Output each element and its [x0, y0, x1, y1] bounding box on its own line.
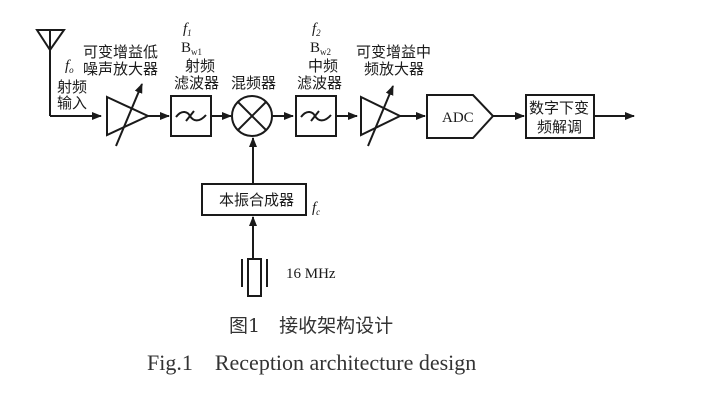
- crystal-oscillator-icon: [241, 258, 268, 297]
- caption-cn: 图1 接收架构设计: [229, 315, 393, 337]
- lo-synthesizer-block: [201, 183, 307, 216]
- variable-gain-if-amplifier: [360, 85, 403, 147]
- if-filter-freq: f2: [312, 21, 321, 38]
- amplifier-icon: [360, 95, 403, 137]
- if-filter-bw: Bw2: [310, 40, 331, 57]
- lna-label-2: 噪声放大器: [83, 60, 158, 78]
- variable-gain-arrow-icon: [367, 85, 394, 147]
- variable-gain-arrow-icon: [115, 83, 143, 147]
- crystal-freq-label: 16 MHz: [286, 266, 336, 282]
- bandpass-filter-icon: [300, 110, 332, 122]
- if-filter-label-2: 滤波器: [297, 74, 342, 92]
- lo-label: 本振合成器: [219, 191, 294, 209]
- if-filter-label-1: 中频: [308, 57, 338, 75]
- bandpass-filter-icon: [175, 110, 207, 122]
- ddc-label-2: 频解调: [537, 118, 582, 136]
- mixer-label: 混频器: [231, 74, 276, 92]
- lo-freq-symbol: fc: [312, 200, 320, 217]
- variable-gain-lna: [106, 83, 151, 147]
- mixer-icon: [231, 95, 273, 137]
- rf-input-label-1: 射频: [57, 78, 87, 96]
- rf-filter-label-2: 滤波器: [174, 74, 219, 92]
- adc-label: ADC: [442, 110, 474, 126]
- rf-input-label-2: 输入: [57, 94, 87, 112]
- rf-filter-freq: f1: [183, 21, 192, 38]
- if-amp-label-1: 可变增益中: [356, 43, 431, 61]
- rf-filter-label-1: 射频: [185, 57, 215, 75]
- ddc-label-1: 数字下变: [529, 99, 589, 117]
- adc-block: [426, 94, 495, 139]
- rf-filter-bw: Bw1: [181, 40, 202, 57]
- antenna-icon: [35, 29, 66, 116]
- caption-en: Fig.1 Reception architecture design: [147, 350, 476, 375]
- if-amp-label-2: 频放大器: [364, 60, 424, 78]
- amplifier-icon: [106, 95, 151, 137]
- input-freq-symbol: fo: [65, 58, 74, 75]
- lna-label-1: 可变增益低: [83, 43, 158, 61]
